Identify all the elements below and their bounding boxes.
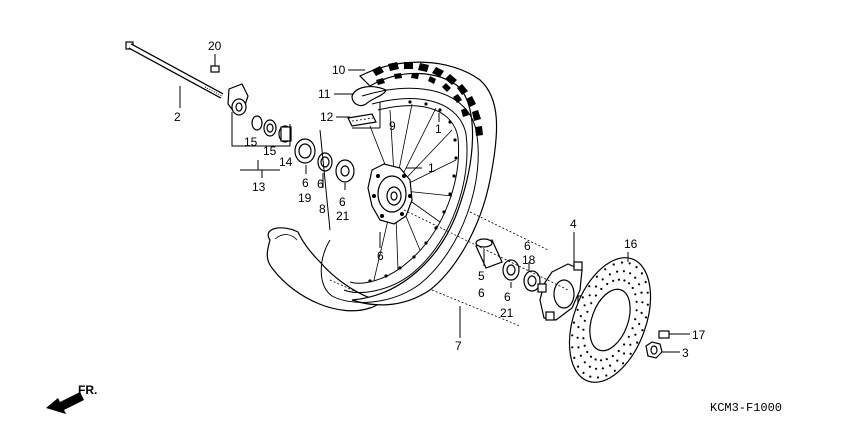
callout-4: 4 xyxy=(570,217,577,231)
bolt-17 xyxy=(658,330,680,339)
assembly-lines xyxy=(329,209,569,327)
callout-6: 6 xyxy=(377,249,384,263)
callout-12: 12 xyxy=(320,110,334,124)
callout-15: 15 xyxy=(244,135,258,149)
callout-6: 6 xyxy=(339,195,346,209)
callout-14: 14 xyxy=(279,155,293,169)
callout-21: 21 xyxy=(336,209,350,223)
callout-9: 9 xyxy=(389,119,396,133)
callout-13: 13 xyxy=(252,180,266,194)
callout-1: 1 xyxy=(428,161,435,175)
leader-lines xyxy=(179,54,690,353)
nut-3 xyxy=(645,341,663,359)
hub xyxy=(367,163,413,225)
callout-20: 20 xyxy=(208,39,222,53)
callout-1: 1 xyxy=(435,122,442,136)
rim-strip xyxy=(347,113,377,127)
callout-8: 8 xyxy=(319,202,326,216)
callout-10: 10 xyxy=(332,63,346,77)
brake-disc xyxy=(568,257,652,383)
rim xyxy=(319,87,479,303)
callout-15: 15 xyxy=(263,144,277,158)
tire xyxy=(351,61,498,306)
distance-collar xyxy=(475,238,503,269)
direction-label: FR. xyxy=(78,383,97,397)
callout-6: 6 xyxy=(524,239,531,253)
callout-6: 6 xyxy=(504,290,511,304)
callout-3: 3 xyxy=(682,346,689,360)
diagram-code: KCM3-F1000 xyxy=(710,401,782,415)
bolt-20 xyxy=(210,60,220,73)
callout-2: 2 xyxy=(174,110,181,124)
axle xyxy=(125,41,224,99)
callout-6: 6 xyxy=(317,177,324,191)
callout-11: 11 xyxy=(318,87,331,101)
inner-tube xyxy=(351,86,387,107)
front-direction-arrow: FR. xyxy=(46,383,97,414)
callout-17: 17 xyxy=(692,328,706,342)
callout-5: 5 xyxy=(478,269,485,283)
callout-7: 7 xyxy=(455,339,462,353)
callout-21: 21 xyxy=(500,306,514,320)
callout-16: 16 xyxy=(624,237,638,251)
callout-19: 19 xyxy=(298,191,312,205)
washer-15a xyxy=(251,115,263,131)
callout-18: 18 xyxy=(522,253,536,267)
disc-mount-4 xyxy=(537,261,585,321)
callout-6: 6 xyxy=(478,286,485,300)
axle-collar xyxy=(227,83,249,116)
spoke-nipples xyxy=(368,100,458,283)
callout-6: 6 xyxy=(302,176,309,190)
